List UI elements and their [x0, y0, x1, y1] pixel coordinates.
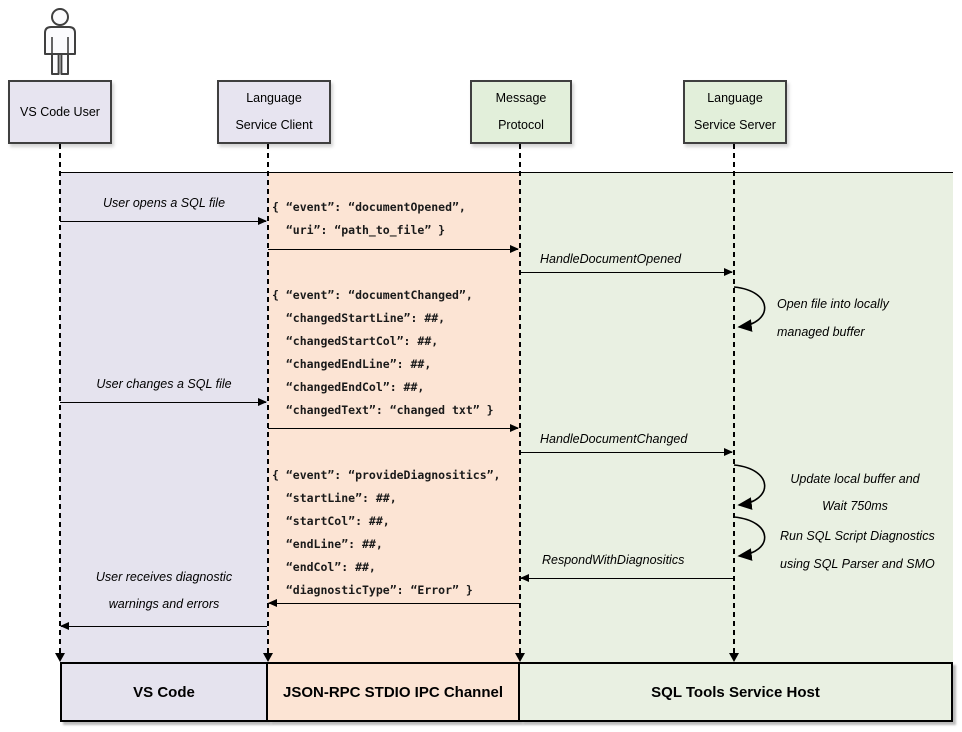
message-open-file-label: User opens a SQL file — [102, 196, 226, 210]
lifeline-end-arrow — [55, 653, 65, 662]
message-receive-diag-label-2: warnings and errors — [108, 597, 220, 611]
lifeline-service-server — [733, 144, 735, 656]
lifeline-end-arrow — [729, 653, 739, 662]
json-document-changed: { “event”: “documentChanged”, “changedSt… — [272, 288, 494, 417]
actor-language-service-server: Language Service Server — [683, 80, 787, 144]
arrow-receive-diagnostics — [60, 621, 267, 630]
lifeline-vscode-user — [59, 144, 61, 656]
actor-message-protocol: Message Protocol — [470, 80, 572, 144]
note-update-buffer: Update local buffer and Wait 750ms — [790, 472, 920, 513]
lifeline-service-client — [267, 144, 269, 656]
arrow-respond-diagnostics — [520, 573, 734, 582]
message-handle-opened-label: HandleDocumentOpened — [540, 252, 682, 266]
message-handle-changed-label: HandleDocumentChanged — [540, 432, 688, 446]
arrow-handle-opened — [520, 267, 733, 276]
actor-label: VS Code User — [20, 104, 100, 119]
user-person-icon — [44, 8, 76, 75]
actor-language-service-client: Language Service Client — [217, 80, 331, 144]
arrow-document-changed — [268, 423, 519, 432]
note-open-buffer: Open file into locally managed buffer — [777, 297, 889, 339]
footer-service-host: SQL Tools Service Host — [520, 662, 953, 722]
actor-label: Protocol — [498, 118, 544, 132]
message-change-file-label: User changes a SQL file — [96, 377, 232, 391]
lane-area — [60, 172, 953, 662]
arrow-change-file — [60, 397, 267, 406]
actor-vscode-user: VS Code User — [8, 80, 112, 144]
actor-label: Language — [246, 91, 302, 105]
footer-ipc-channel: JSON-RPC STDIO IPC Channel — [268, 662, 520, 722]
footer-vscode: VS Code — [60, 662, 268, 722]
arrow-open-file — [60, 216, 267, 225]
lane-service-host — [520, 173, 953, 662]
note-run-diagnostics: Run SQL Script Diagnostics using SQL Par… — [780, 529, 935, 571]
arrow-handle-changed — [520, 447, 733, 456]
lifeline-message-protocol — [519, 144, 521, 656]
json-provide-diagnostics: { “event”: “provideDiagnositics”, “start… — [272, 468, 501, 597]
lane-vscode — [60, 173, 268, 662]
lane-ipc-channel — [268, 173, 520, 662]
arrow-document-opened — [268, 244, 519, 253]
arrow-diagnostics-to-client — [268, 598, 520, 607]
actor-label: Service Client — [235, 118, 313, 132]
message-respond-diagnostics-label: RespondWithDiagnositics — [542, 553, 685, 567]
message-receive-diag-label-1: User receives diagnostic — [95, 570, 233, 584]
actor-label: Language — [707, 91, 763, 105]
actor-label: Message — [495, 91, 547, 105]
lifeline-end-arrow — [515, 653, 525, 662]
actor-label: Service Server — [694, 118, 776, 132]
json-document-opened: { “event”: “documentOpened”, “uri”: “pat… — [272, 200, 466, 237]
lifeline-end-arrow — [263, 653, 273, 662]
